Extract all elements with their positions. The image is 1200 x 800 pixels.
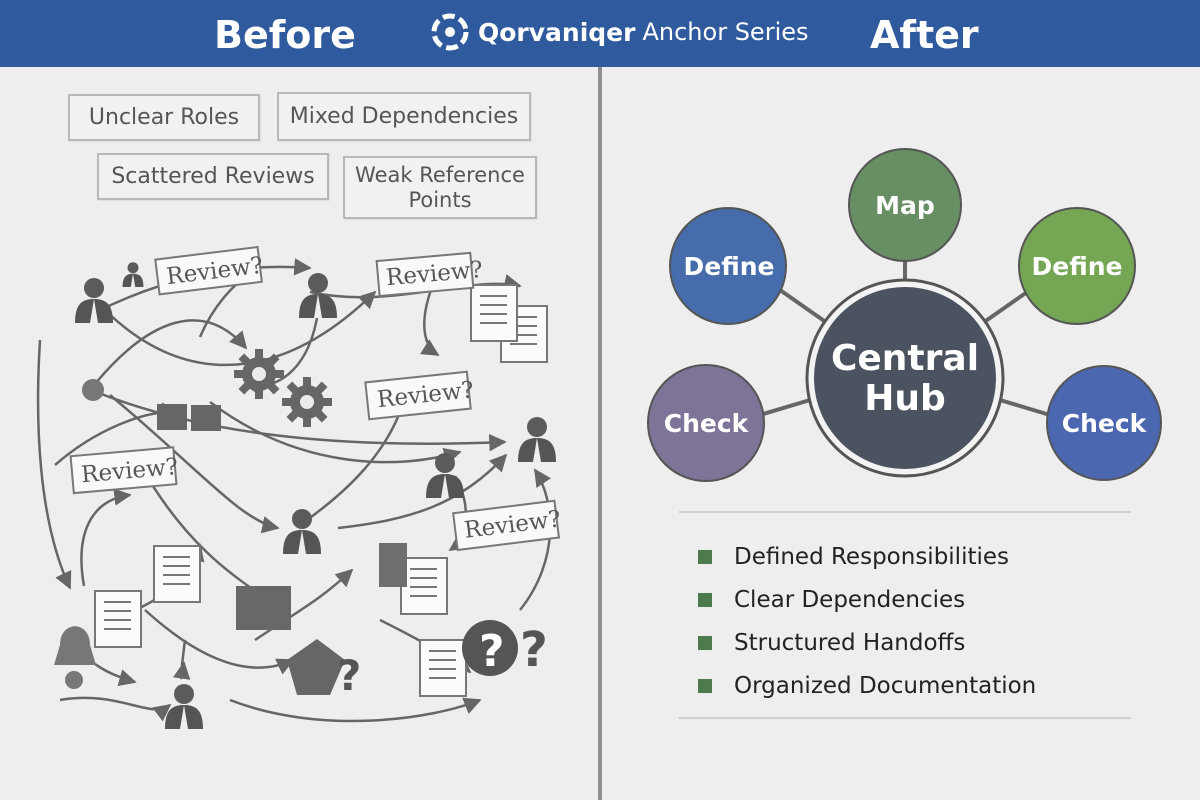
node-map: Map xyxy=(848,148,962,262)
review-label: Review? xyxy=(154,245,264,296)
checklist-item: Defined Responsibilities xyxy=(698,535,1138,578)
person-icon xyxy=(283,509,321,554)
checklist-item: Structured Handoffs xyxy=(698,621,1138,664)
document-icon xyxy=(153,545,201,603)
node-define-right: Define xyxy=(1018,207,1136,325)
question-bubble-icon xyxy=(462,620,518,676)
checklist-bottom-divider xyxy=(679,717,1131,719)
svg-text:Define: Define xyxy=(684,252,775,281)
target-icon xyxy=(65,671,83,689)
megaphone-icon xyxy=(287,639,345,695)
checklist-text: Defined Responsibilities xyxy=(734,543,1010,570)
checklist-top-divider xyxy=(679,511,1131,513)
gear-icon xyxy=(234,349,284,399)
svg-text:Check: Check xyxy=(1062,409,1148,438)
issue-box-scattered-reviews: Scattered Reviews xyxy=(97,153,329,200)
panel-divider xyxy=(598,67,602,800)
checklist-text: Clear Dependencies xyxy=(734,586,966,613)
hub-node: Central Hub xyxy=(805,278,1005,478)
brand: Qorvaniqer Anchor Series xyxy=(430,12,809,52)
svg-text:Check: Check xyxy=(664,409,750,438)
person-icon xyxy=(75,278,113,323)
checklist-text: Organized Documentation xyxy=(734,672,1037,699)
brand-name: Qorvaniqer xyxy=(478,17,636,47)
review-label: Review? xyxy=(69,446,179,495)
node-check-left: Check xyxy=(647,364,765,482)
question-mark: ? xyxy=(520,622,548,678)
person-icon xyxy=(165,684,203,729)
header-banner: Before Qorvaniqer Anchor Series After xyxy=(0,0,1200,67)
document-icon xyxy=(400,557,448,615)
hub-label-line2: Hub xyxy=(864,378,946,419)
checkbox-square-icon xyxy=(698,635,712,650)
node-check-right: Check xyxy=(1046,365,1162,481)
node-define-left: Define xyxy=(669,207,787,325)
node-dot-icon xyxy=(82,379,104,401)
after-heading: After xyxy=(870,13,979,57)
gear-icon xyxy=(282,377,332,427)
svg-text:Define: Define xyxy=(1032,252,1123,281)
document-icon xyxy=(419,639,467,697)
question-mark: ? xyxy=(337,651,361,700)
document-icon xyxy=(470,284,518,342)
issue-box-unclear-roles: Unclear Roles xyxy=(68,94,260,141)
review-label: Review? xyxy=(452,499,562,552)
checkbox-square-icon xyxy=(698,592,712,607)
review-label: Review? xyxy=(375,251,484,298)
brand-logo-icon xyxy=(431,13,469,51)
svg-text:Map: Map xyxy=(875,191,935,220)
issue-box-weak-reference-points: Weak Reference Points xyxy=(343,156,537,219)
brand-series: Anchor Series xyxy=(642,18,809,46)
hub-label-line1: Central xyxy=(831,338,979,379)
document-icon xyxy=(94,590,142,648)
checkbox-square-icon xyxy=(698,678,712,693)
review-label: Review? xyxy=(364,370,475,421)
folder-icon xyxy=(236,543,407,630)
checkbox-square-icon xyxy=(698,549,712,564)
person-icon xyxy=(518,417,556,462)
issue-box-mixed-dependencies: Mixed Dependencies xyxy=(277,92,531,141)
benefits-checklist: Defined Responsibilities Clear Dependenc… xyxy=(698,535,1138,707)
person-icon xyxy=(122,262,144,287)
checklist-item: Clear Dependencies xyxy=(698,578,1138,621)
folder-icon xyxy=(157,404,221,431)
bell-icon xyxy=(54,626,96,665)
checklist-item: Organized Documentation xyxy=(698,664,1138,707)
before-heading: Before xyxy=(214,13,356,57)
question-mark: ? xyxy=(479,626,505,677)
checklist-text: Structured Handoffs xyxy=(734,629,966,656)
